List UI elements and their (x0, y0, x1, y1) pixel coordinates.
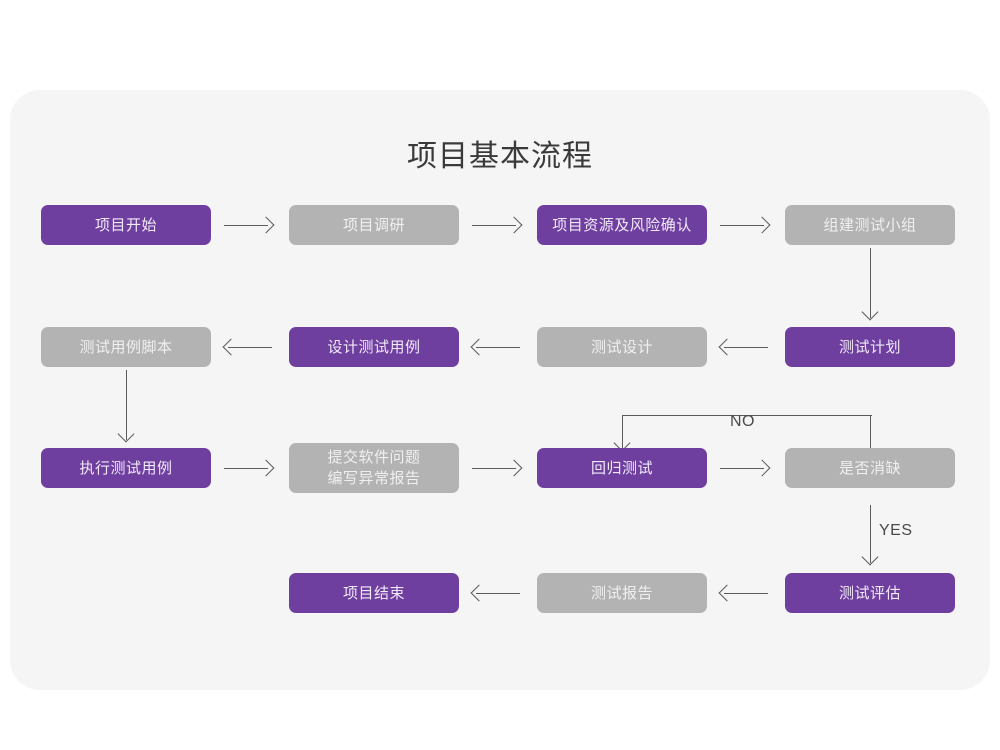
arrow-line-col4-down (870, 248, 871, 318)
node-project-research[interactable]: 项目调研 (289, 205, 459, 245)
page-title: 项目基本流程 (407, 140, 593, 173)
node-regression-test[interactable]: 回归测试 (537, 448, 707, 488)
edge-label-no: NO (730, 413, 755, 430)
arrow-line-r4-b (724, 593, 768, 594)
node-resource-risk[interactable]: 项目资源及风险确认 (537, 205, 707, 245)
no-loop-top-segment (622, 415, 872, 416)
no-loop-right-segment (870, 415, 871, 448)
node-defect-cleared[interactable]: 是否消缺 (785, 448, 955, 488)
arrow-line-r2-c (724, 347, 768, 348)
yes-arrow-line (870, 505, 871, 563)
arrow-line-r3-b (472, 468, 516, 469)
arrow-line-r1-b (472, 225, 516, 226)
node-form-test-team[interactable]: 组建测试小组 (785, 205, 955, 245)
arrow-line-r2-b (476, 347, 520, 348)
no-loop-left-segment (622, 415, 623, 448)
arrow-line-r2-a (228, 347, 272, 348)
node-test-plan[interactable]: 测试计划 (785, 327, 955, 367)
node-design-test-case[interactable]: 设计测试用例 (289, 327, 459, 367)
node-project-start[interactable]: 项目开始 (41, 205, 211, 245)
node-project-end[interactable]: 项目结束 (289, 573, 459, 613)
arrow-line-r1-c (720, 225, 764, 226)
arrow-line-r3-c (720, 468, 764, 469)
node-test-design[interactable]: 测试设计 (537, 327, 707, 367)
node-execute-test-case[interactable]: 执行测试用例 (41, 448, 211, 488)
node-test-case-script[interactable]: 测试用例脚本 (41, 327, 211, 367)
arrow-line-r1-a (224, 225, 268, 226)
node-submit-bug-report[interactable]: 提交软件问题 编写异常报告 (289, 443, 459, 493)
arrow-line-r3-a (224, 468, 268, 469)
arrow-line-r4-a (476, 593, 520, 594)
edge-label-yes: YES (879, 522, 913, 539)
node-test-evaluation[interactable]: 测试评估 (785, 573, 955, 613)
arrow-line-col1-down (126, 370, 127, 440)
node-test-report[interactable]: 测试报告 (537, 573, 707, 613)
